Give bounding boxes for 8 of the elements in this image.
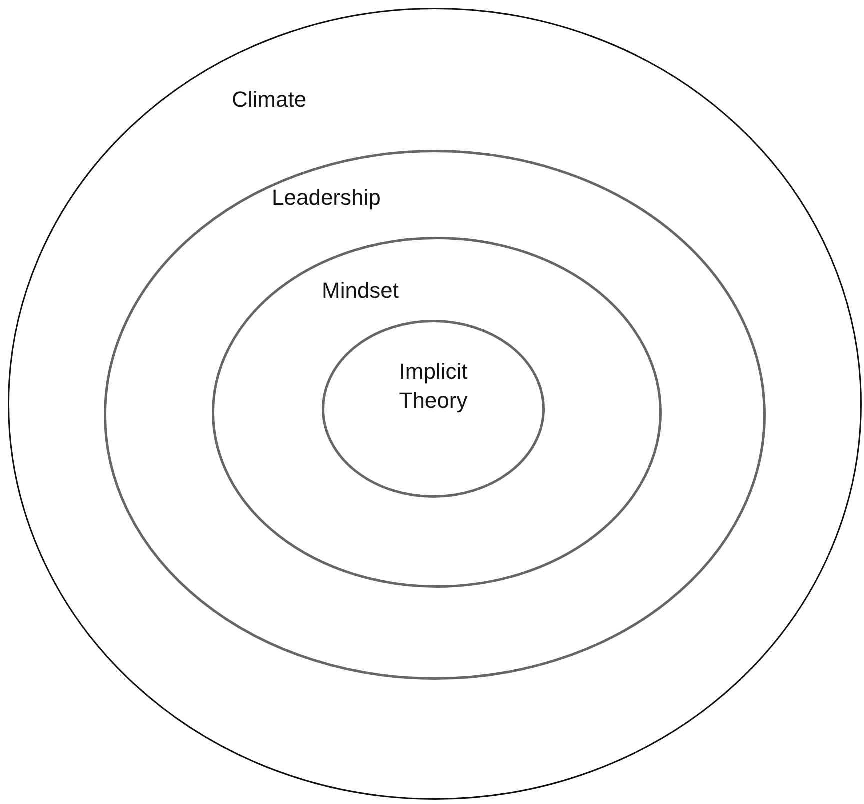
ring-label: Leadership: [272, 184, 381, 212]
ring: [212, 237, 662, 588]
ring-label: Climate: [232, 86, 307, 114]
ring: [322, 320, 545, 498]
ring: [104, 150, 766, 680]
ring: [8, 8, 862, 800]
ring-label: Mindset: [322, 277, 400, 305]
ring-label: Implicit Theory: [398, 358, 469, 415]
